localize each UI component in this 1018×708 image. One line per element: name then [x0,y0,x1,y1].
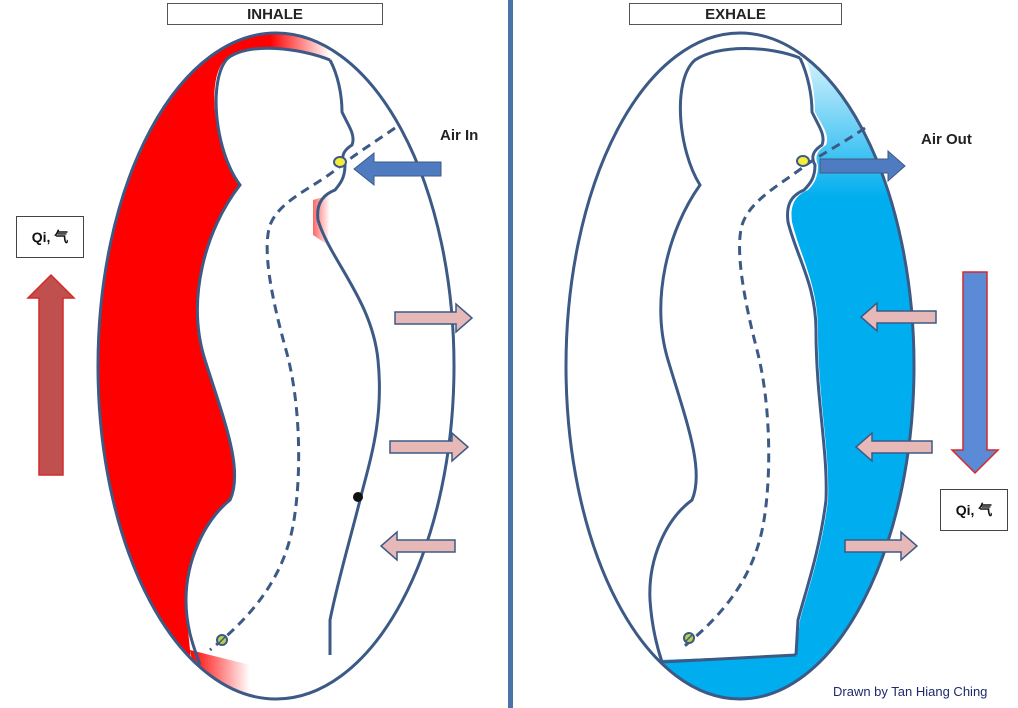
exhale-force-arrow-left-1-icon [859,301,937,333]
exhale-ellipse [564,31,916,701]
qi-label-inhale: Qi, 气 [16,216,84,258]
exhale-force-arrow-right-icon [844,530,919,562]
qi-up-arrow-icon [26,273,76,476]
inhale-dashed-channel [209,126,396,652]
panel-divider [508,0,513,708]
exhale-front-fill [660,33,914,699]
exhale-body-outline [648,47,801,663]
inhale-face-outline [316,59,381,655]
exhale-panel [564,31,1000,701]
exhale-dashed-channel [681,126,866,650]
inhale-title: INHALE [167,3,383,25]
inhale-force-arrow-left-icon [379,530,456,562]
qi-label-exhale: Qi, 气 [940,489,1008,531]
air-in-label: Air In [440,127,479,144]
qi-down-arrow-icon [950,271,1000,475]
inhale-ellipse [96,31,456,701]
inhale-force-arrow-right-2-icon [389,431,470,463]
exhale-mouth-point [796,155,810,167]
author-credit: Drawn by Tan Hiang Ching [833,684,988,699]
air-out-label: Air Out [921,131,972,148]
inhale-body-outline [184,46,331,666]
exhale-title: EXHALE [629,3,842,25]
inhale-force-arrow-right-1-icon [394,302,474,334]
inhale-panel [26,31,474,701]
air-in-arrow-icon [353,151,442,187]
exhale-force-arrow-left-2-icon [854,431,933,463]
inhale-navel-point [353,492,363,502]
inhale-mouth-point [333,156,347,168]
inhale-back-fill [98,33,330,699]
air-out-arrow-icon [819,149,906,183]
exhale-face-outline [786,57,828,656]
